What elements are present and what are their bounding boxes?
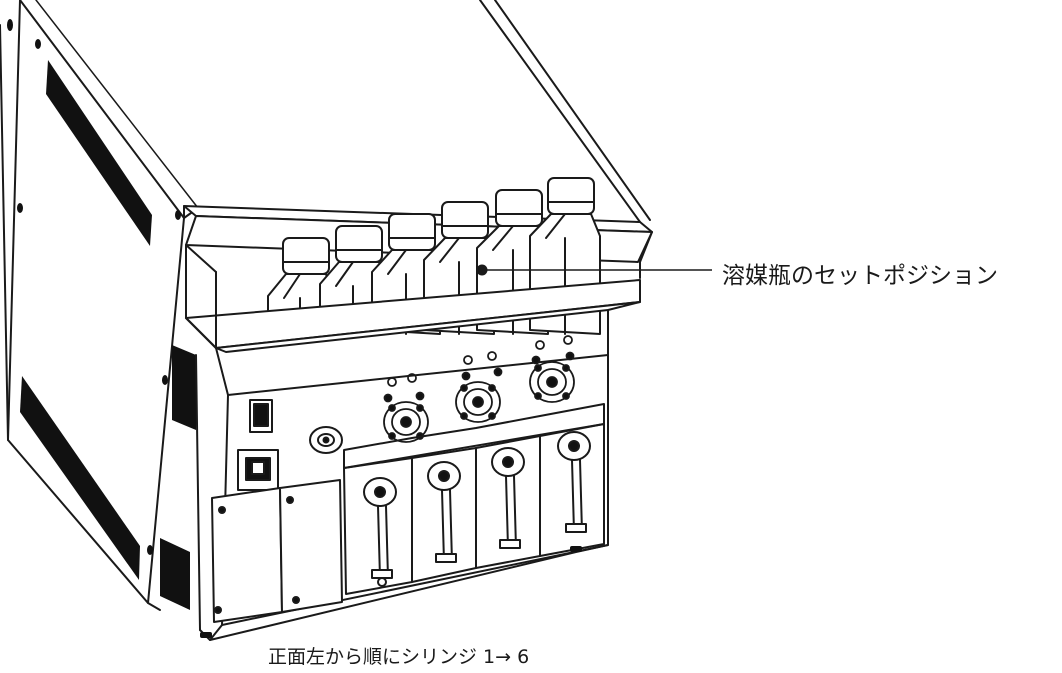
side-panel-screws [7, 19, 181, 555]
pump-rail [343, 403, 605, 469]
bottle-position-label: 溶媒瓶のセットポジション [722, 263, 998, 289]
power-inlet [237, 449, 279, 491]
side-vent-upper [46, 60, 152, 246]
syringe-pump-1 [343, 457, 413, 595]
valve-3 [529, 335, 575, 403]
syringe-pump-3 [475, 435, 541, 569]
valve-2 [455, 351, 503, 423]
power-switch [249, 399, 273, 433]
blank-cover-plates [211, 479, 343, 623]
bottle-callout-leader [476, 264, 712, 276]
syringe-pump-4 [539, 423, 605, 557]
rear-vent-upper [172, 345, 196, 430]
side-vent-lower [20, 376, 140, 580]
rotary-valves [383, 335, 575, 443]
syringe-pumps [343, 403, 605, 595]
syringe-order-caption: 正面左から順にシリンジ 1→ 6 [268, 646, 530, 668]
syringe-pump-2 [411, 447, 477, 583]
round-connector [309, 426, 343, 454]
feet [200, 546, 582, 638]
rear-vent-lower [160, 538, 190, 610]
